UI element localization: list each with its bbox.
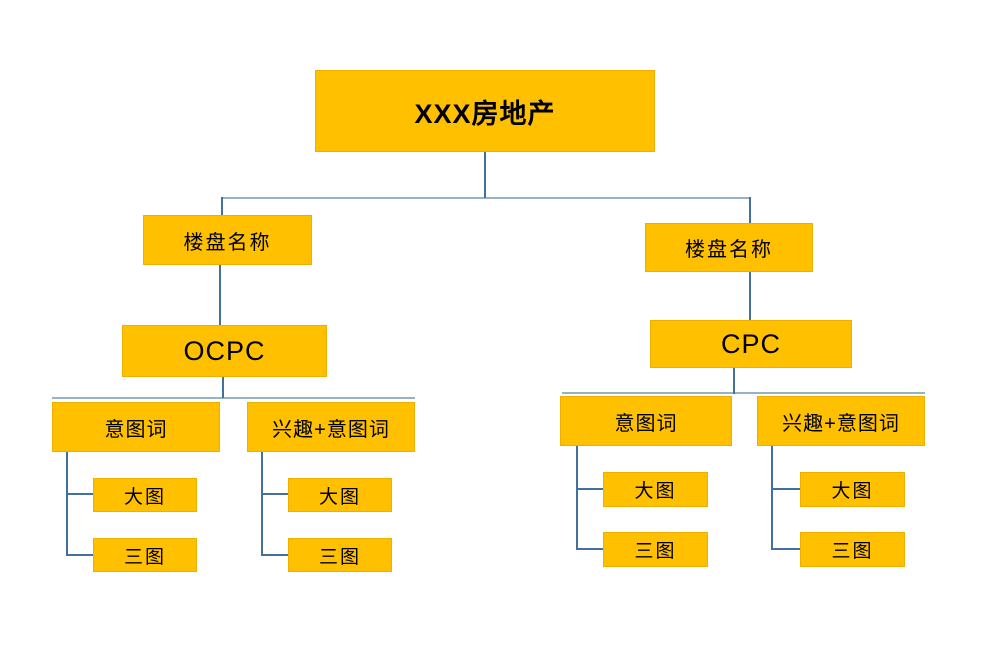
node-creative-three-image: 三图 bbox=[603, 532, 708, 567]
node-unit-interest-intent-left: 兴趣+意图词 bbox=[247, 402, 415, 452]
connector-tree-left1 bbox=[66, 452, 68, 556]
connector-tree-right1-stub1 bbox=[576, 488, 603, 490]
connector-tree-left1-stub2 bbox=[66, 554, 93, 556]
connector-property-right-to-cpc bbox=[749, 272, 751, 320]
connector-tree-left2-stub2 bbox=[261, 554, 288, 556]
node-creative-three-image: 三图 bbox=[800, 532, 905, 567]
connector-tree-right2 bbox=[771, 446, 773, 550]
node-creative-big-image: 大图 bbox=[288, 478, 392, 512]
node-creative-big-image: 大图 bbox=[93, 478, 197, 512]
node-unit-intent-left: 意图词 bbox=[52, 402, 220, 452]
connector-tree-right2-stub1 bbox=[771, 488, 800, 490]
connector-tree-left1-stub1 bbox=[66, 493, 93, 495]
connector-tree-right1-stub2 bbox=[576, 548, 603, 550]
node-creative-three-image: 三图 bbox=[288, 538, 392, 572]
node-creative-big-image: 大图 bbox=[603, 472, 708, 507]
connector-top-shelf bbox=[221, 197, 751, 199]
connector-ocpc-shelf bbox=[52, 397, 415, 399]
node-creative-big-image: 大图 bbox=[800, 472, 905, 507]
node-creative-three-image: 三图 bbox=[93, 538, 197, 572]
node-company: XXX房地产 bbox=[315, 70, 655, 152]
node-property-right: 楼盘名称 bbox=[645, 223, 813, 272]
connector-tree-left2-stub1 bbox=[261, 493, 288, 495]
connector-tree-left2 bbox=[261, 452, 263, 556]
connector-top-shelf-right-stub bbox=[749, 197, 751, 224]
node-unit-intent-right: 意图词 bbox=[560, 396, 732, 446]
node-property-left: 楼盘名称 bbox=[143, 215, 312, 265]
node-unit-interest-intent-right: 兴趣+意图词 bbox=[757, 396, 925, 446]
connector-cpc-drop bbox=[733, 368, 735, 394]
connector-ocpc-drop bbox=[222, 377, 224, 398]
node-bid-ocpc: OCPC bbox=[122, 325, 327, 377]
connector-cpc-shelf bbox=[562, 392, 925, 394]
connector-top-shelf-left-stub bbox=[221, 197, 223, 216]
connector-root-drop bbox=[484, 152, 486, 198]
connector-tree-right2-stub2 bbox=[771, 548, 800, 550]
connector-property-left-to-ocpc bbox=[219, 265, 221, 325]
node-bid-cpc: CPC bbox=[650, 320, 852, 368]
connector-tree-right1 bbox=[576, 446, 578, 550]
